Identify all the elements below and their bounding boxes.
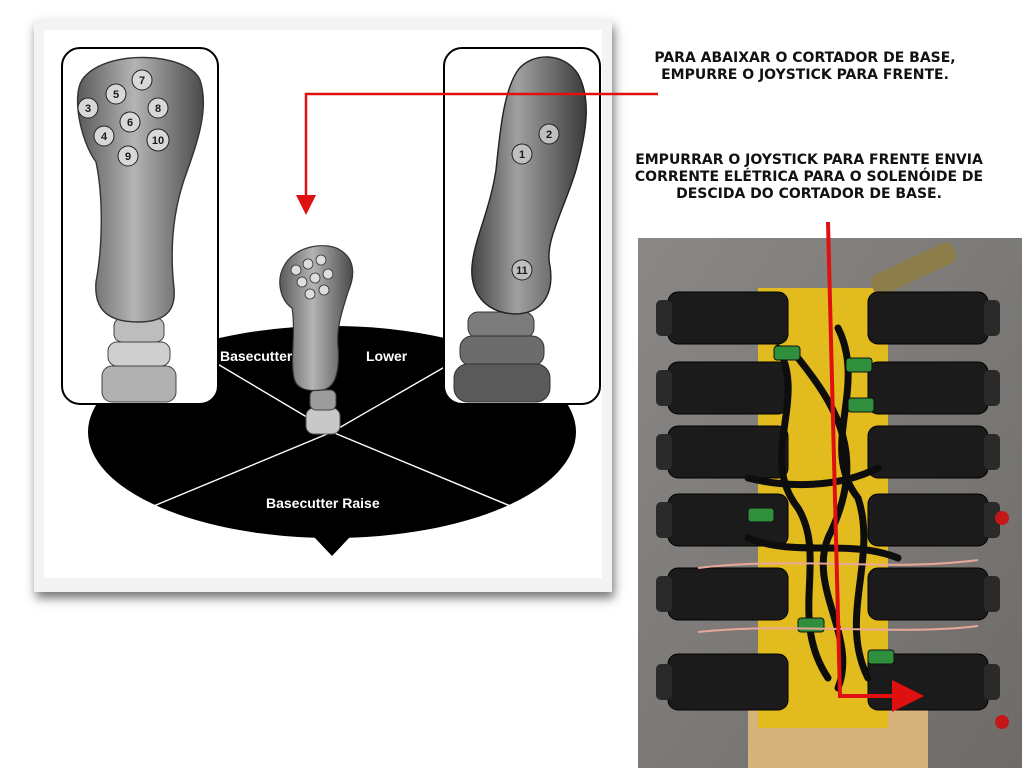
button-number: 8 (155, 103, 161, 115)
center-joystick-buttons (290, 254, 334, 300)
button-number: 7 (139, 75, 145, 87)
valve-bank-illustration (638, 238, 1022, 768)
left-joystick-inset: 7 5 3 8 6 4 10 9 (61, 47, 219, 405)
button-number: 10 (152, 135, 164, 147)
zone-label-basecutter-raise: Basecutter Raise (266, 495, 380, 511)
button-number: 11 (516, 265, 528, 277)
button-number: 4 (101, 131, 108, 143)
valve-bank-photo (638, 238, 1022, 768)
button-number: 3 (85, 103, 91, 115)
joystick-diagram: Basecutter Lower Basecutter Raise (61, 47, 601, 556)
caption-lower-instruction: PARA ABAIXAR O CORTADOR DE BASE, EMPURRE… (654, 50, 956, 83)
center-joystick-icon (279, 245, 354, 435)
zone-label-basecutter: Basecutter (220, 348, 293, 364)
caption-current-explanation: EMPURRAR O JOYSTICK PARA FRENTE ENVIA CO… (634, 152, 984, 202)
button-number: 1 (519, 149, 525, 161)
button-number: 5 (113, 89, 119, 101)
button-number: 6 (127, 117, 133, 129)
joystick-diagram-frame: Basecutter Lower Basecutter Raise (34, 20, 612, 592)
left-joystick-buttons: 7 5 3 8 6 4 10 9 (77, 69, 170, 167)
button-number: 9 (125, 151, 131, 163)
left-joystick-icon (76, 56, 205, 403)
button-number: 2 (546, 129, 552, 141)
zone-label-lower: Lower (366, 348, 408, 364)
joystick-diagram-panel: Basecutter Lower Basecutter Raise (44, 30, 602, 578)
right-joystick-inset: 2 1 11 (443, 47, 601, 405)
